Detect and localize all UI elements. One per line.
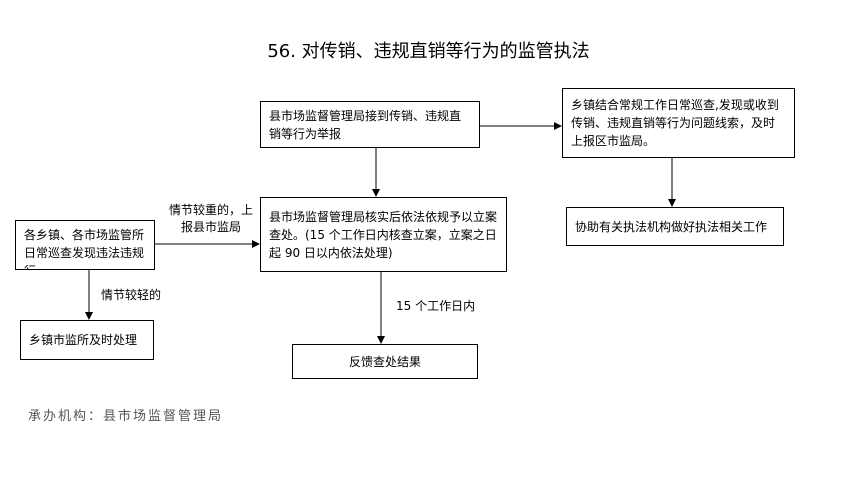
node-patrol-text: 各乡镇、各市场监管所日常巡查发现违法违规行… [24, 228, 145, 269]
node-town-inspection-text: 乡镇结合常规工作日常巡查,发现或收到传销、违规直销等行为问题线索，及时上报区市监… [571, 98, 779, 148]
node-town-handle: 乡镇市监所及时处理 [20, 320, 154, 360]
node-report: 县市场监督管理局接到传销、违规直销等行为举报 [260, 101, 480, 148]
footer-organizer: 承办机构：县市场监督管理局 [28, 409, 224, 424]
node-patrol: 各乡镇、各市场监管所日常巡查发现违法违规行… [15, 220, 155, 270]
edge-label-minor: 情节较轻的 [101, 288, 162, 302]
node-assist: 协助有关执法机构做好执法相关工作 [566, 207, 784, 246]
node-feedback: 反馈查处结果 [292, 344, 478, 379]
node-verify-text: 县市场监督管理局核实后依法依规予以立案查处。(15 个工作日内核查立案，立案之日… [269, 209, 498, 260]
node-verify: 县市场监督管理局核实后依法依规予以立案查处。(15 个工作日内核查立案，立案之日… [260, 197, 507, 272]
node-town-inspection: 乡镇结合常规工作日常巡查,发现或收到传销、违规直销等行为问题线索，及时上报区市监… [562, 88, 795, 158]
edge-label-serious: 情节较重的，上报县市监局 [168, 203, 253, 234]
node-assist-text: 协助有关执法机构做好执法相关工作 [575, 219, 768, 234]
node-town-handle-text: 乡镇市监所及时处理 [29, 333, 138, 347]
node-feedback-text: 反馈查处结果 [348, 354, 421, 369]
node-report-text: 县市场监督管理局接到传销、违规直销等行为举报 [269, 108, 462, 141]
page-title: 56. 对传销、违规直销等行为的监管执法 [267, 41, 590, 62]
edge-label-15-days: 15 个工作日内 [396, 299, 476, 313]
